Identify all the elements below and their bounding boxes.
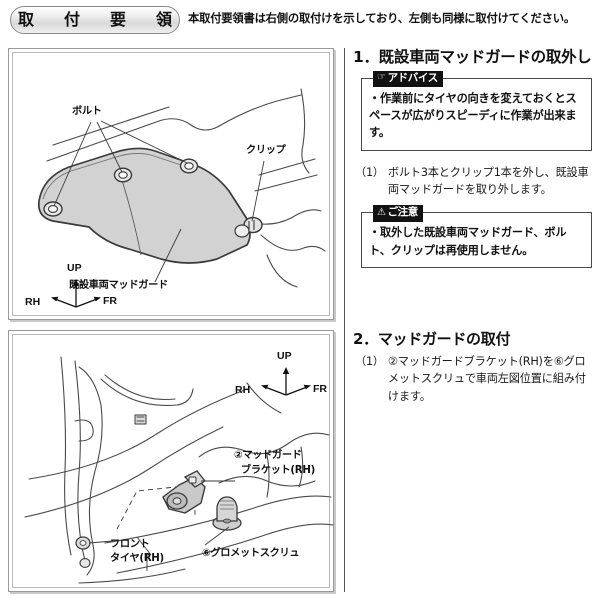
page-title: 取 付 要 領 xyxy=(18,10,180,29)
diagram2-label-bracket-line1: ②マッドガード xyxy=(234,450,302,461)
mudguard-removal-illustration xyxy=(37,88,326,288)
grommet-screw-part xyxy=(212,496,242,531)
section-2-title: 2．マッドガードの取付 xyxy=(353,330,511,348)
diagram1-label-mudguard: 既設車両マッドガード xyxy=(69,280,168,291)
diagram2-label-bracket-line2: ブラケット(RH) xyxy=(241,465,315,476)
advice-badge: ☞ アドバイス xyxy=(373,70,443,87)
existing-mudguard-part xyxy=(37,147,251,264)
caution-text: ・取外した既設車両マッドガード、ボルト、クリップは再使用しません。 xyxy=(369,226,567,257)
axis-label-up-2: UP xyxy=(277,350,292,362)
orientation-axis-indicator-2 xyxy=(261,367,311,396)
instructions-column: 1．既設車両マッドガードの取外し ☞ アドバイス ・作業前にタイヤの向きを変えて… xyxy=(344,48,596,592)
caution-badge: ⚠ ご注意 xyxy=(373,205,423,222)
diagram2-label-grommet-screw: ⑥グロメットスクリュ xyxy=(202,548,300,559)
section-1-step-1: （1） ボルト3本とクリップ1本を外し、既設車両マッドガードを取り外します。 xyxy=(355,164,590,199)
diagram2-label-tire-line1: フロント xyxy=(110,539,150,550)
section-1-title: 1．既設車両マッドガードの取外し xyxy=(353,48,592,66)
step-text: ボルト3本とクリップ1本を外し、既設車両マッドガードを取り外します。 xyxy=(387,165,589,197)
step-number: （1） xyxy=(355,165,384,179)
advice-text: ・作業前にタイヤの向きを変えておくとスペースが広がりスピーディに作業が出来ます。 xyxy=(369,91,577,140)
axis-label-fr-2: FR xyxy=(313,383,327,395)
bolt-hole xyxy=(113,167,133,183)
warning-triangle-icon: ⚠ xyxy=(377,206,386,218)
diagram2-label-tire-line2: タイヤ(RH) xyxy=(110,553,164,564)
axis-label-rh-2: RH xyxy=(235,384,251,396)
clip-hole xyxy=(234,216,263,238)
diagram1-label-clip: クリップ xyxy=(246,145,286,156)
bolt-hole xyxy=(43,201,63,217)
step-number: （1） xyxy=(355,355,384,368)
mudguard-bracket-part xyxy=(162,470,206,514)
axis-label-fr-1: FR xyxy=(103,295,117,307)
pillar-fastener xyxy=(75,536,91,568)
advice-badge-label: アドバイス xyxy=(387,71,439,84)
bracket-installation-illustration xyxy=(24,356,334,584)
section-2-step-1: （1） ②マッドガードブラケット(RH)を⑥グロメットスクリュで車両左図位置に組… xyxy=(355,353,591,405)
caution-callout: ⚠ ご注意 ・取外した既設車両マッドガード、ボルト、クリップは再使用しません。 xyxy=(361,205,592,269)
orientation-axis-indicator-1 xyxy=(51,279,101,308)
caution-badge-label: ご注意 xyxy=(387,206,419,219)
axis-label-up-1: UP xyxy=(67,262,82,274)
page-title-badge: 取 付 要 領 xyxy=(10,6,180,34)
bolt-hole xyxy=(179,158,199,174)
diagram1-label-bolt: ボルト xyxy=(72,106,102,117)
page-header: 取 付 要 領 本取付要領書は右側の取付けを示しており、左側も同様に取付けてくだ… xyxy=(0,0,600,42)
diagram-panel-installation: ②マッドガード ブラケット(RH) フロント タイヤ(RH) ⑥グロメットスクリ… xyxy=(8,330,334,592)
intro-text: 本取付要領書は右側の取付けを示しており、左側も同様に取付けてください。 xyxy=(188,12,575,25)
panel-inner-border xyxy=(12,334,330,588)
advice-callout: ☞ アドバイス ・作業前にタイヤの向きを変えておくとスペースが広がりスピーディに… xyxy=(361,70,592,151)
section-2: 2．マッドガードの取付 （1） ②マッドガードブラケット(RH)を⑥グロメットス… xyxy=(345,330,597,405)
pointing-hand-icon: ☞ xyxy=(377,72,386,84)
diagram-panel-removal: ボルト クリップ 既設車両マッドガード UP RH FR xyxy=(8,48,334,320)
panel-inner-border xyxy=(12,52,330,316)
axis-label-rh-1: RH xyxy=(25,296,41,308)
step-text: ②マッドガードブラケット(RH)を⑥グロメットスクリュで車両左図位置に組み付けま… xyxy=(387,355,586,403)
